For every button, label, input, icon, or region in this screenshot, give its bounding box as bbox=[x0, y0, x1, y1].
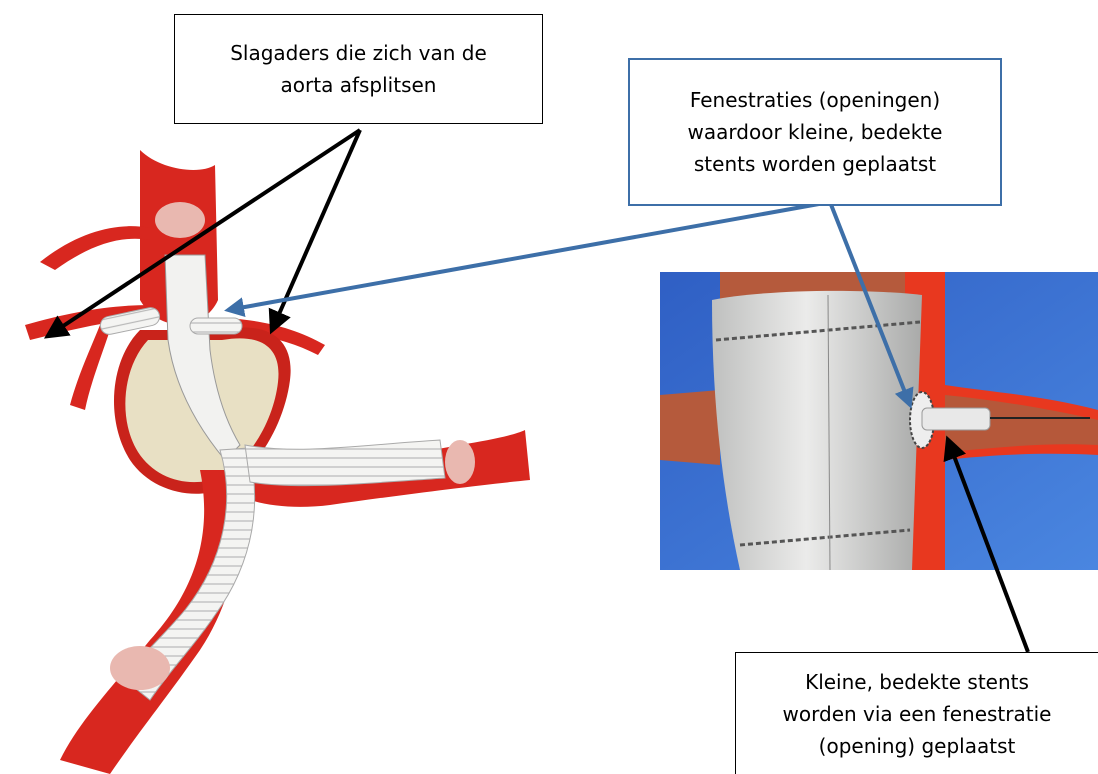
iliac-artery-left bbox=[60, 470, 239, 774]
vessel-section-top bbox=[155, 202, 205, 238]
side-branch-upper-left bbox=[40, 226, 150, 270]
vessel-section-right bbox=[445, 440, 475, 484]
callout-small-stents: Kleine, bedekte stents worden via een fe… bbox=[735, 652, 1098, 774]
side-branch-left-down bbox=[70, 325, 110, 410]
graft-fabric bbox=[712, 291, 922, 570]
vessel-section-bottom bbox=[110, 646, 170, 690]
fenestration-photo bbox=[660, 272, 1098, 570]
callout-fenestrations: Fenestraties (openingen) waardoor kleine… bbox=[628, 58, 1002, 206]
callout-branch-arteries-text: Slagaders die zich van de aorta afsplits… bbox=[230, 37, 487, 101]
callout-branch-arteries: Slagaders die zich van de aorta afsplits… bbox=[174, 14, 543, 124]
small-covered-stent bbox=[922, 408, 990, 430]
callout-fenestrations-text: Fenestraties (openingen) waardoor kleine… bbox=[688, 84, 943, 180]
endograft-leg-right bbox=[245, 440, 445, 486]
aorta-illustration bbox=[25, 150, 530, 774]
branch-stent-right bbox=[190, 318, 242, 334]
tissue-left bbox=[660, 390, 720, 465]
callout-small-stents-text: Kleine, bedekte stents worden via een fe… bbox=[783, 666, 1052, 762]
